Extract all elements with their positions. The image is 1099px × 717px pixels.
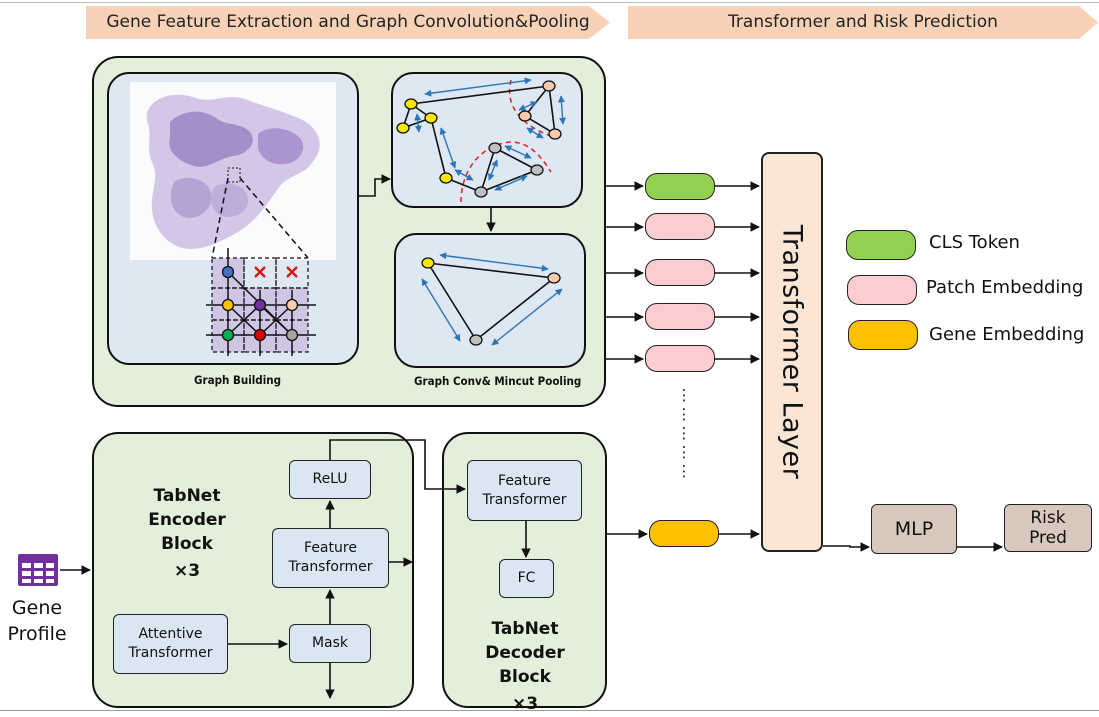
graph-conv-caption: Graph Conv& Mincut Pooling bbox=[414, 374, 582, 388]
fc-label: FC bbox=[517, 570, 536, 587]
legend-gene-label: Gene Embedding bbox=[929, 324, 1085, 345]
bottom-border bbox=[0, 710, 1099, 711]
graph-building-caption: Graph Building bbox=[194, 373, 282, 387]
token-ellipsis: ⋮ ⋮ ⋮ ⋮ ⋮ bbox=[676, 386, 692, 481]
attentive-line2: Transformer bbox=[128, 645, 213, 661]
ellipsis-4: ⋮ bbox=[676, 443, 692, 461]
gene-profile-label: Gene Profile bbox=[2, 596, 72, 647]
mlp-box: MLP bbox=[871, 504, 957, 554]
section-title-transformer: Transformer and Risk Prediction bbox=[728, 12, 998, 32]
gene-profile-line2: Profile bbox=[7, 622, 67, 645]
section-banner-transformer: Transformer and Risk Prediction bbox=[628, 6, 1098, 39]
ellipsis-2: ⋮ bbox=[676, 405, 692, 423]
legend-patch-label: Patch Embedding bbox=[926, 277, 1084, 298]
encoder-title-line1: TabNet Encoder bbox=[148, 486, 226, 530]
decoder-repeat: ×3 bbox=[511, 694, 539, 715]
graph-conv-diagram bbox=[396, 77, 567, 203]
patch-embedding-token-4 bbox=[645, 345, 715, 372]
relu-box: ReLU bbox=[289, 460, 371, 499]
gene-embedding-token bbox=[649, 520, 719, 547]
transformer-layer-label: Transformer Layer bbox=[776, 224, 808, 480]
encoder-title: TabNet Encoder Block ×3 bbox=[112, 485, 262, 584]
gene-profile-line1: Gene bbox=[11, 597, 63, 619]
encoder-ft-line2: Transformer bbox=[288, 559, 373, 575]
decoder-title-line2: Block bbox=[499, 666, 551, 687]
risk-line2: Pred bbox=[1029, 528, 1067, 548]
attentive-line1: Attentive bbox=[138, 626, 203, 643]
graph-pooled-diagram bbox=[421, 252, 563, 346]
encoder-title-line2: Block bbox=[161, 533, 213, 554]
legend-cls-label: CLS Token bbox=[929, 232, 1020, 253]
mlp-label: MLP bbox=[894, 517, 934, 540]
patch-embedding-token-2 bbox=[645, 259, 715, 286]
risk-line1: Risk bbox=[1030, 507, 1066, 528]
decoder-ft-line2: Transformer bbox=[482, 491, 567, 508]
table-icon bbox=[18, 554, 58, 586]
transformer-layer-box: Transformer Layer bbox=[761, 152, 823, 552]
encoder-repeat: ×3 bbox=[173, 561, 201, 582]
top-border bbox=[0, 2, 1099, 3]
fc-box: FC bbox=[499, 559, 554, 598]
decoder-title-line1: TabNet Decoder bbox=[485, 619, 565, 663]
legend-cls-swatch bbox=[846, 230, 916, 260]
patch-embedding-token-1 bbox=[645, 213, 715, 240]
ellipsis-1: ⋮ bbox=[676, 386, 692, 404]
section-banner-graph: Gene Feature Extraction and Graph Convol… bbox=[86, 6, 610, 39]
ellipsis-3: ⋮ bbox=[676, 424, 692, 442]
cls-token bbox=[645, 173, 715, 200]
relu-label: ReLU bbox=[312, 471, 348, 488]
ellipsis-5: ⋮ bbox=[676, 462, 692, 480]
mask-label: Mask bbox=[311, 635, 349, 652]
encoder-ft-line1: Feature bbox=[304, 540, 357, 557]
mask-box: Mask bbox=[289, 624, 371, 663]
legend-gene-swatch bbox=[848, 320, 918, 350]
section-title-graph: Gene Feature Extraction and Graph Convol… bbox=[106, 12, 590, 32]
decoder-title: TabNet Decoder Block ×3 bbox=[449, 618, 601, 717]
decoder-ft-line1: Feature bbox=[498, 472, 551, 489]
patch-embedding-token-3 bbox=[645, 303, 715, 330]
tissue-slide-image bbox=[130, 82, 336, 260]
legend-patch-swatch bbox=[847, 275, 917, 305]
